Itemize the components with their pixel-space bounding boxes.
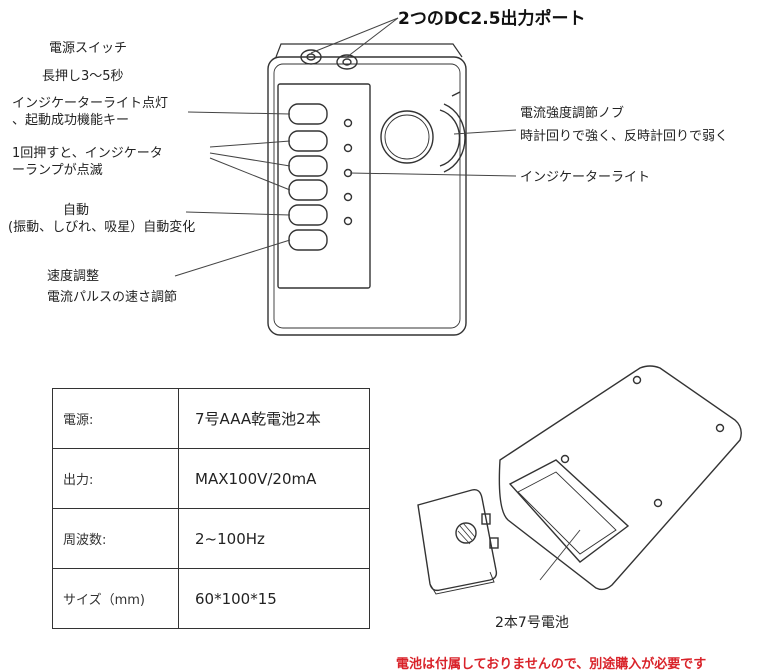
label-power-switch: 電源スイッチ: [49, 41, 128, 56]
label-indicator-light: インジケーターライト: [520, 170, 651, 185]
label-auto-2: (振動、しびれ、吸星）自動変化: [8, 220, 196, 235]
page-title: 2つのDC2.5出力ポート: [398, 9, 586, 29]
label-speed-2: 電流パルスの速さ調節: [47, 290, 178, 305]
dc-port-2: [336, 54, 358, 70]
mode-button-2: [288, 130, 328, 152]
dc-port-1: [300, 49, 322, 65]
spec-key: 電源:: [52, 388, 179, 449]
mode-button-5: [288, 204, 328, 226]
label-knob-2: 時計回りで強く、反時計回りで弱く: [520, 129, 729, 144]
label-knob-1: 電流強度調節ノブ: [520, 106, 625, 121]
spec-key: サイズ（mm): [52, 568, 179, 629]
label-press-once-1: 1回押すと、インジケータ: [12, 146, 163, 161]
label-indicator-key-2: 、起動成功機能キー: [12, 113, 130, 128]
spec-value: 60*100*15: [178, 568, 370, 629]
spec-table: 電源: 7号AAA乾電池2本 出力: MAX100V/20mA 周波数: 2~1…: [52, 388, 370, 629]
device-body: [267, 56, 467, 336]
mode-button-4: [288, 179, 328, 201]
label-long-press: 長押し3～5秒: [42, 69, 124, 84]
mode-button-3: [288, 155, 328, 177]
device-back: [498, 365, 742, 591]
spec-key: 周波数:: [52, 508, 179, 569]
battery-label: 2本7号電池: [495, 615, 569, 631]
spec-key: 出力:: [52, 448, 179, 509]
table-row: 電源: 7号AAA乾電池2本: [52, 388, 370, 449]
label-speed-1: 速度調整: [47, 269, 100, 284]
spec-value: 7号AAA乾電池2本: [178, 388, 370, 449]
battery-cover: [417, 488, 498, 592]
table-row: サイズ（mm) 60*100*15: [52, 568, 370, 629]
label-indicator-key-1: インジケーターライト点灯: [12, 96, 169, 111]
table-row: 出力: MAX100V/20mA: [52, 448, 370, 509]
label-auto-1: 自動: [63, 203, 90, 218]
mode-button-1: [288, 103, 328, 125]
label-press-once-2: ーランプが点滅: [12, 163, 103, 178]
spec-value: 2~100Hz: [178, 508, 370, 569]
intensity-knob: [380, 110, 434, 164]
spec-value: MAX100V/20mA: [178, 448, 370, 509]
speed-button: [288, 229, 328, 251]
button-panel: [277, 83, 371, 289]
battery-note: 電池は付属しておりませんので、別途購入が必要です: [396, 657, 707, 672]
table-row: 周波数: 2~100Hz: [52, 508, 370, 569]
